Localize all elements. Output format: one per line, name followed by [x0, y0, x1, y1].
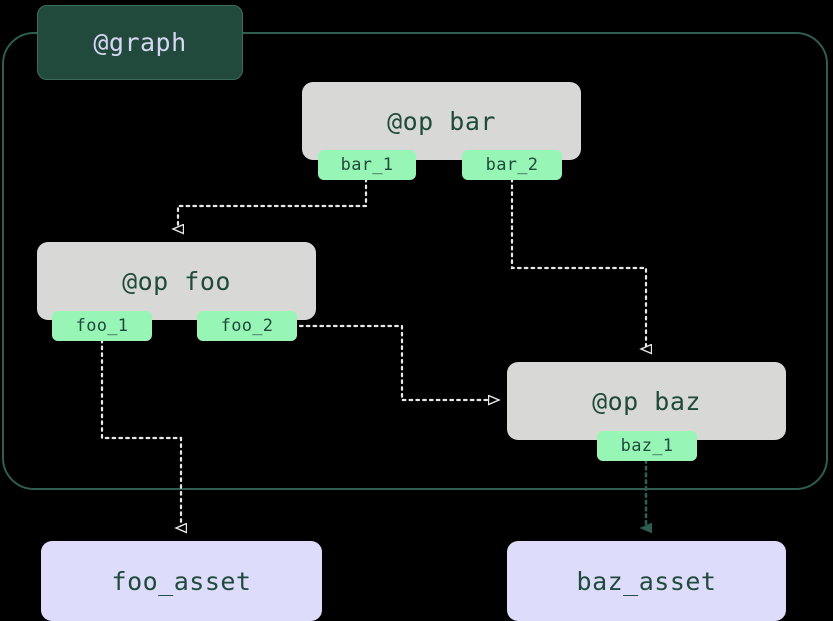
subgraph-graph-frame	[2, 32, 828, 490]
node-asset-baz-asset[interactable]: baz_asset	[507, 541, 786, 621]
subgraph-label-graph[interactable]: @graph	[37, 5, 243, 80]
port-baz-1[interactable]: baz_1	[597, 431, 697, 461]
port-foo-2[interactable]: foo_2	[197, 311, 297, 341]
node-asset-foo-asset[interactable]: foo_asset	[41, 541, 322, 621]
node-op-bar[interactable]: @op bar	[302, 82, 581, 160]
port-foo-1[interactable]: foo_1	[52, 311, 152, 341]
port-bar-2[interactable]: bar_2	[462, 150, 562, 180]
node-op-foo[interactable]: @op foo	[37, 242, 316, 320]
port-bar-1[interactable]: bar_1	[318, 150, 416, 180]
node-op-baz[interactable]: @op baz	[507, 362, 786, 440]
